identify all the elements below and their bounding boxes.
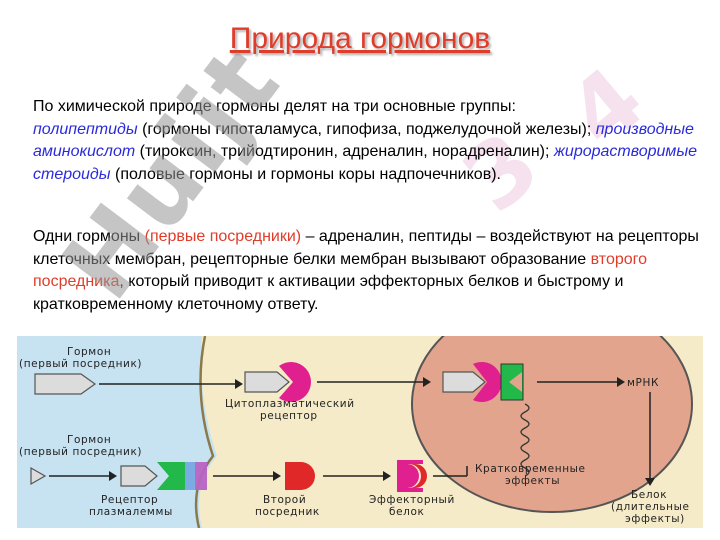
label-plasma-receptor: Рецептор [101,494,158,506]
intro-text: По химической природе гормоны делят на т… [33,98,516,115]
plasma-membrane [194,336,215,528]
label-hormone-1: Гормон [67,346,111,358]
term-amino-acid-derivatives-desc: (тироксин, трийодтиронин, адреналин, нор… [135,143,550,160]
label-mrna: мРНК [627,377,659,389]
label-second-messenger: Второй [263,494,306,506]
hormone-2-shape [30,466,47,486]
membrane-transducer-part [195,462,207,490]
highlight-second-messenger: второго посредника [33,250,648,291]
page-title: Природа гормонов [229,22,491,55]
hormone-1-shape [34,373,97,395]
cytoplasmic-receptor-shape [279,362,311,402]
hormone-action-diagram: Гормон (первый посредник) Цитоплазматиче… [17,336,703,528]
hormone-bound-shape [244,371,290,393]
term-polypeptides-desc: (гормоны гипоталамуса, гипофиза, поджелу… [137,120,592,138]
term-polypeptides: полипептиды [33,120,138,138]
arrowhead [235,379,243,389]
label-protein-sub2: эффекты) [625,513,685,525]
arrowhead [617,377,625,387]
label-short-effects-sub: эффекты [505,475,560,487]
effector-bound-messenger [409,464,427,488]
term-steroids-desc: (половые гормоны и гормоны коры надпочеч… [110,165,501,183]
arrowhead [645,478,655,486]
mechanism-text: , который приводит к активации эффекторн… [33,273,624,313]
arrowhead [109,471,117,481]
label-short-effects: Кратковременные [475,463,586,475]
label-protein: Белок [631,489,667,501]
mechanism-text: Одни гормоны [33,228,145,245]
label-cyto-receptor: Цитоплазматический [225,398,355,410]
term-steroids: жирорастворимые стероиды [33,143,698,183]
hormone-bound-2-shape [120,465,158,487]
paragraph-mechanism: Одни гормоны (первые посредники) – адрен… [33,226,703,316]
second-messenger-shape [285,462,315,490]
label-effector-protein-sub: белок [389,506,424,518]
label-cyto-receptor-sub: рецептор [260,410,318,422]
dna-helix [520,403,530,477]
hormone-in-nucleus-shape [442,371,486,393]
label-hormone-2: Гормон [67,434,111,446]
label-plasma-receptor-sub: плазмалеммы [89,506,173,518]
label-second-messenger-sub: посредник [255,506,320,518]
effector-notch [407,464,423,488]
dna-binding-notch [509,372,522,392]
plasma-receptor-shape [157,462,185,490]
term-amino-acid-derivatives: производные аминокислот [33,120,694,161]
label-hormone-1-sub: (первый посредник) [19,358,142,370]
paragraph-hormone-groups: По химической природе гормоны делят на т… [33,96,703,186]
label-protein-sub1: (длительные [611,501,690,513]
mechanism-text: – адреналин, пептиды – воздействуют на р… [33,228,699,268]
label-hormone-2-sub: (первый посредник) [19,446,142,458]
arrowhead [383,471,391,481]
arrowhead [423,377,431,387]
receptor-in-nucleus-shape [473,362,502,402]
arrowhead [273,471,281,481]
label-effector-protein: Эффекторный [369,494,455,506]
highlight-first-messengers: (первые посредники) [144,228,302,245]
